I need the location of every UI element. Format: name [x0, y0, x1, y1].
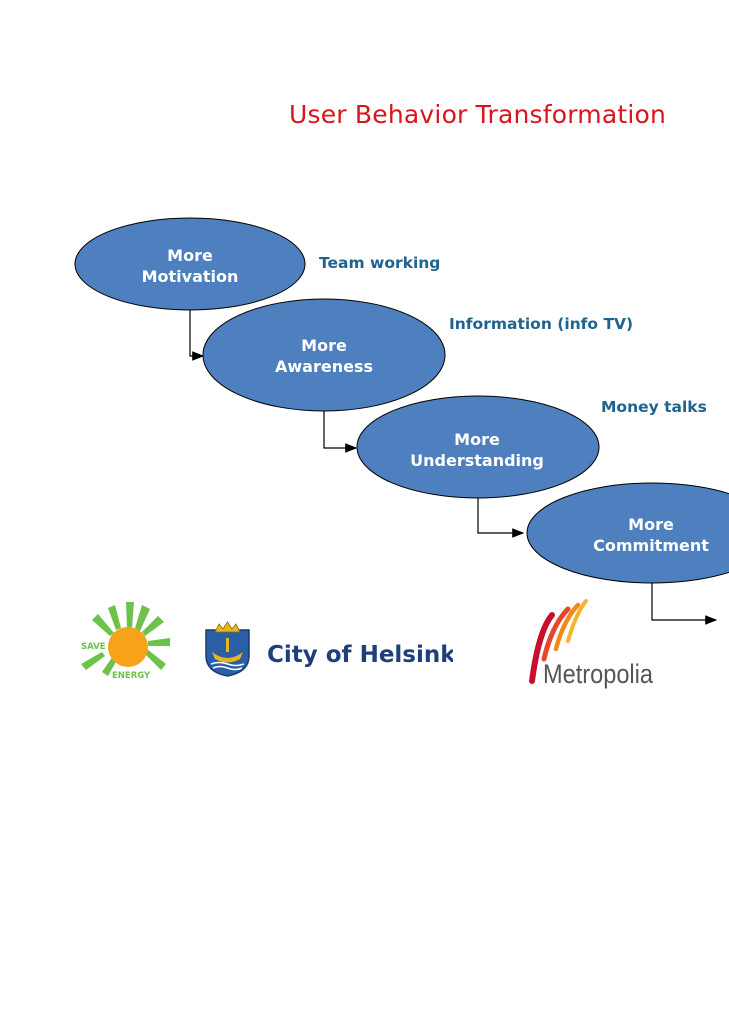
stage-understanding-line2: Understanding [410, 451, 544, 470]
helsinki-logo: City of Helsinki [205, 621, 453, 677]
save-energy-top-text: SAVE [81, 642, 106, 652]
save-energy-bottom-text: ENERGY [112, 671, 151, 681]
sun-icon [108, 627, 148, 667]
stage-motivation-line2: Motivation [142, 267, 239, 286]
connector-2 [323, 410, 358, 453]
stage-awareness: More Awareness [202, 298, 446, 412]
slide-title: User Behavior Transformation [289, 100, 667, 129]
connector-4 [651, 583, 718, 625]
helsinki-crest-icon [205, 621, 250, 677]
stage-motivation-line1: More [167, 246, 213, 265]
stage-commitment-line2: Commitment [593, 536, 709, 555]
save-energy-logo: SAVE ENERGY [81, 602, 170, 681]
label-money-talks: Money talks [601, 398, 707, 416]
stage-commitment: More Commitment [526, 482, 729, 584]
metropolia-mark-icon [529, 599, 588, 684]
metropolia-logo: Metropolia [529, 599, 654, 689]
label-team-working: Team working [319, 254, 440, 272]
metropolia-wordmark: Metropolia [543, 659, 654, 689]
stage-commitment-line1: More [628, 515, 674, 534]
stage-awareness-line1: More [301, 336, 347, 355]
stage-motivation: More Motivation [74, 217, 306, 311]
stage-understanding: More Understanding [356, 395, 600, 499]
connector-1 [189, 310, 205, 361]
stage-awareness-line2: Awareness [275, 357, 373, 376]
label-information: Information (info TV) [449, 315, 633, 333]
connector-3 [477, 498, 525, 538]
helsinki-wordmark: City of Helsinki [267, 642, 453, 668]
stage-understanding-line1: More [454, 430, 500, 449]
